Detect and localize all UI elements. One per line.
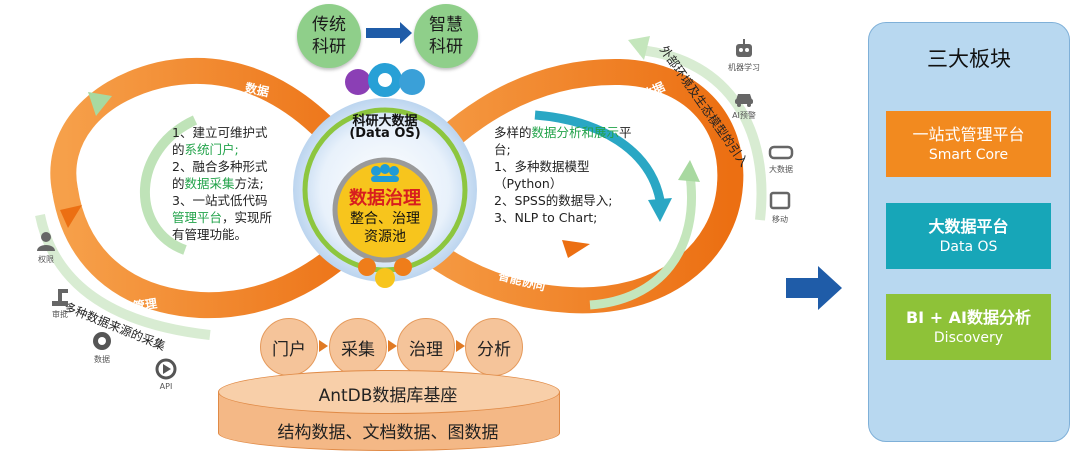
left-line: 管理平台，实现所 xyxy=(172,210,273,225)
right-inner-light-arc xyxy=(589,174,696,310)
left-line: 的数据采集方法; xyxy=(172,176,264,191)
core-title: 数据治理 xyxy=(349,188,421,209)
right-band-arrowhead xyxy=(562,240,590,258)
robot-arm-icon xyxy=(52,289,68,306)
user-icon xyxy=(37,232,55,251)
permission-item: 权限 xyxy=(26,230,66,265)
database-subtitle: 结构数据、文档数据、图数据 xyxy=(277,423,499,443)
left-inner-light-arc xyxy=(139,115,198,255)
pipeline-arrow xyxy=(456,340,465,352)
pipeline-arrow xyxy=(388,340,397,352)
gear-icon xyxy=(375,268,395,288)
circle-line: 科研 xyxy=(429,37,463,57)
panel-arrow xyxy=(786,266,842,310)
right-inner-teal-arc xyxy=(534,110,665,202)
ai-alert-item: AI预警 xyxy=(724,86,764,121)
progress-arrow xyxy=(366,22,412,44)
pipeline-step-portal: 门户 xyxy=(260,318,318,376)
right-line: 台; xyxy=(494,142,511,157)
block-subtitle: Smart Core xyxy=(928,146,1009,163)
core-line-1: 整合、治理 xyxy=(350,211,420,227)
loop-label-left-bottom: 管理 xyxy=(132,296,158,314)
data-item: 数据 xyxy=(82,330,122,365)
right-line: （Python） xyxy=(494,176,563,191)
block-title: 一站式管理平台 xyxy=(912,124,1025,144)
center-title: 科研大数据 xyxy=(352,114,418,129)
robot-icon xyxy=(736,39,752,57)
panel-title: 三大板块 xyxy=(927,47,1011,71)
left-line: 2、融合多种形式 xyxy=(172,159,268,174)
block-discovery: BI + AI数据分析 Discovery xyxy=(886,294,1051,360)
block-subtitle: Data OS xyxy=(939,238,998,255)
block-subtitle: Discovery xyxy=(933,329,1004,346)
block-data-os: 大数据平台 Data OS xyxy=(886,203,1051,269)
gear-icon xyxy=(358,258,376,276)
people-icon xyxy=(366,164,404,182)
left-line: 的系统门户; xyxy=(172,142,239,157)
car-icon xyxy=(735,94,753,107)
left-description: 1、建立可维护式 的系统门户; 2、融合多种形式 的数据采集方法; 3、一站式低… xyxy=(172,124,302,243)
big-data-item: 大数据 xyxy=(761,142,801,175)
pipeline-arrow xyxy=(319,340,328,352)
gear-icon xyxy=(345,69,371,95)
machine-learning-item: 机器学习 xyxy=(724,38,764,73)
database-cylinder-top xyxy=(218,370,560,414)
left-line: 1、建立可维护式 xyxy=(172,125,268,140)
right-line: 2、SPSS的数据导入; xyxy=(494,193,613,208)
core-circle xyxy=(332,157,438,263)
block-title: BI + AI数据分析 xyxy=(905,307,1032,327)
block-title: 大数据平台 xyxy=(928,216,1009,236)
traditional-research-circle: 传统科研 xyxy=(297,4,361,68)
three-sections-panel: 三大板块 一站式管理平台 Smart Core 大数据平台 Data OS BI… xyxy=(868,22,1070,442)
pipeline-step-collect: 采集 xyxy=(329,318,387,376)
circle-line: 智慧 xyxy=(429,15,463,35)
circle-line: 科研 xyxy=(312,37,346,57)
mobile-item: 移动 xyxy=(760,190,800,225)
approval-item: 审批 xyxy=(40,285,80,320)
circle-line: 传统 xyxy=(312,15,346,35)
database-title: AntDB数据库基座 xyxy=(318,386,458,406)
right-line: 多样的数据分析和展示平 xyxy=(494,125,632,140)
core-line-2: 资源池 xyxy=(364,229,406,245)
left-line: 有管理功能。 xyxy=(172,227,248,242)
api-item: API xyxy=(146,358,186,391)
api-gear-icon xyxy=(155,358,177,380)
block-smart-core: 一站式管理平台 Smart Core xyxy=(886,111,1051,177)
gear-icon xyxy=(399,69,425,95)
pipeline-step-govern: 治理 xyxy=(397,318,455,376)
gear-icon xyxy=(93,332,111,350)
right-description: 多样的数据分析和展示平 台; 1、多种数据模型 （Python） 2、SPSS的… xyxy=(494,124,659,226)
left-line: 3、一站式低代码 xyxy=(172,193,268,208)
right-light-arrowhead xyxy=(678,160,700,182)
gear-icon xyxy=(394,258,412,276)
center-subtitle: (Data OS) xyxy=(349,126,421,141)
vr-glasses-icon xyxy=(768,145,794,160)
smart-research-circle: 智慧科研 xyxy=(414,4,478,68)
right-line: 1、多种数据模型 xyxy=(494,159,590,174)
pipeline-step-analyze: 分析 xyxy=(465,318,523,376)
left-light-arrowhead xyxy=(88,92,112,116)
right-teal-arrowhead xyxy=(648,198,672,222)
tablet-icon xyxy=(769,191,791,210)
left-band-arrowhead xyxy=(60,205,82,228)
infinity-loop-diagram xyxy=(35,22,842,340)
right-outer-light-arrowhead xyxy=(628,36,650,60)
right-line: 3、NLP to Chart; xyxy=(494,210,598,225)
